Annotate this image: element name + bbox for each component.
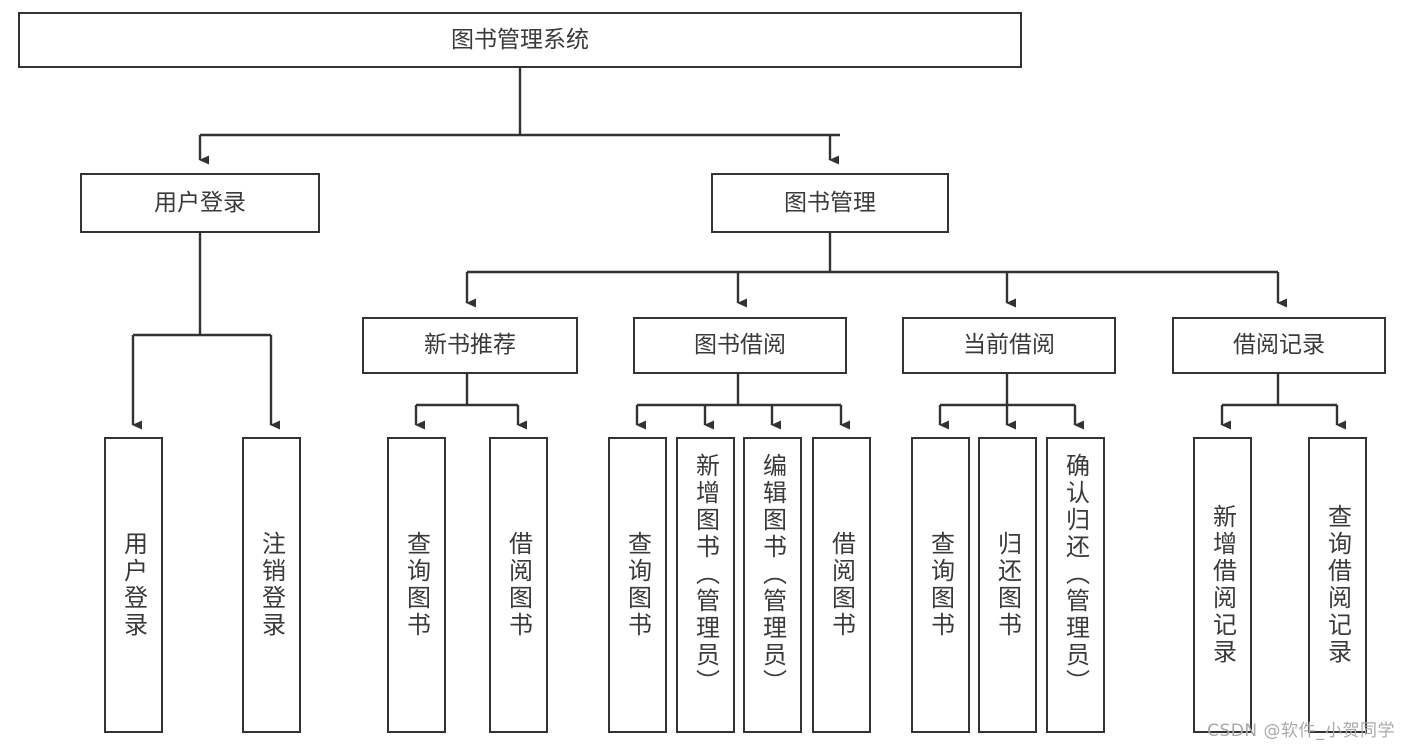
node-leaf-user-login[interactable]: 用户登录 <box>104 437 163 733</box>
node-leaf-query-book-3[interactable]: 查询图书 <box>911 437 970 733</box>
node-leaf-confirm-return-label: 确认归还（管理员） <box>1061 453 1090 696</box>
node-leaf-query-book-2-label: 查询图书 <box>623 531 652 639</box>
node-leaf-edit-book-label: 编辑图书（管理员） <box>758 453 787 696</box>
node-leaf-query-book-2[interactable]: 查询图书 <box>608 437 667 733</box>
node-leaf-add-record-label: 新增借阅记录 <box>1208 504 1237 666</box>
csdn-watermark: CSDN @软件_小贺同学 <box>1207 721 1395 741</box>
node-leaf-query-record-label: 查询借阅记录 <box>1323 504 1352 666</box>
node-user-login-label: 用户登录 <box>154 189 246 216</box>
node-leaf-query-record[interactable]: 查询借阅记录 <box>1308 437 1367 733</box>
node-leaf-edit-book[interactable]: 编辑图书（管理员） <box>743 437 802 733</box>
node-leaf-borrow-book-2[interactable]: 借阅图书 <box>812 437 871 733</box>
node-root-label: 图书管理系统 <box>451 26 589 53</box>
node-borrow-record[interactable]: 借阅记录 <box>1172 317 1386 374</box>
node-leaf-add-record[interactable]: 新增借阅记录 <box>1193 437 1252 733</box>
node-leaf-return-book-label: 归还图书 <box>993 531 1022 639</box>
node-current-borrow-label: 当前借阅 <box>963 332 1055 359</box>
node-leaf-query-book-1-label: 查询图书 <box>402 531 431 639</box>
node-leaf-add-book[interactable]: 新增图书（管理员） <box>676 437 735 733</box>
node-current-borrow[interactable]: 当前借阅 <box>902 317 1116 374</box>
node-leaf-add-book-label: 新增图书（管理员） <box>691 453 720 696</box>
node-book-manage[interactable]: 图书管理 <box>711 173 949 233</box>
node-book-borrow-label: 图书借阅 <box>694 332 786 359</box>
node-leaf-return-book[interactable]: 归还图书 <box>978 437 1037 733</box>
node-leaf-query-book-1[interactable]: 查询图书 <box>387 437 446 733</box>
node-leaf-logout-login[interactable]: 注销登录 <box>242 437 301 733</box>
node-book-borrow[interactable]: 图书借阅 <box>633 317 847 374</box>
node-leaf-query-book-3-label: 查询图书 <box>926 531 955 639</box>
node-leaf-borrow-book-1-label: 借阅图书 <box>504 531 533 639</box>
node-leaf-confirm-return[interactable]: 确认归还（管理员） <box>1046 437 1105 733</box>
node-borrow-record-label: 借阅记录 <box>1233 332 1325 359</box>
node-leaf-user-login-label: 用户登录 <box>119 531 148 639</box>
node-new-book-rec[interactable]: 新书推荐 <box>362 317 578 374</box>
node-leaf-borrow-book-2-label: 借阅图书 <box>827 531 856 639</box>
node-user-login[interactable]: 用户登录 <box>80 173 320 233</box>
node-root[interactable]: 图书管理系统 <box>18 12 1022 68</box>
node-leaf-logout-login-label: 注销登录 <box>257 531 286 639</box>
node-leaf-borrow-book-1[interactable]: 借阅图书 <box>489 437 548 733</box>
node-new-book-rec-label: 新书推荐 <box>424 332 516 359</box>
node-book-manage-label: 图书管理 <box>784 189 876 216</box>
